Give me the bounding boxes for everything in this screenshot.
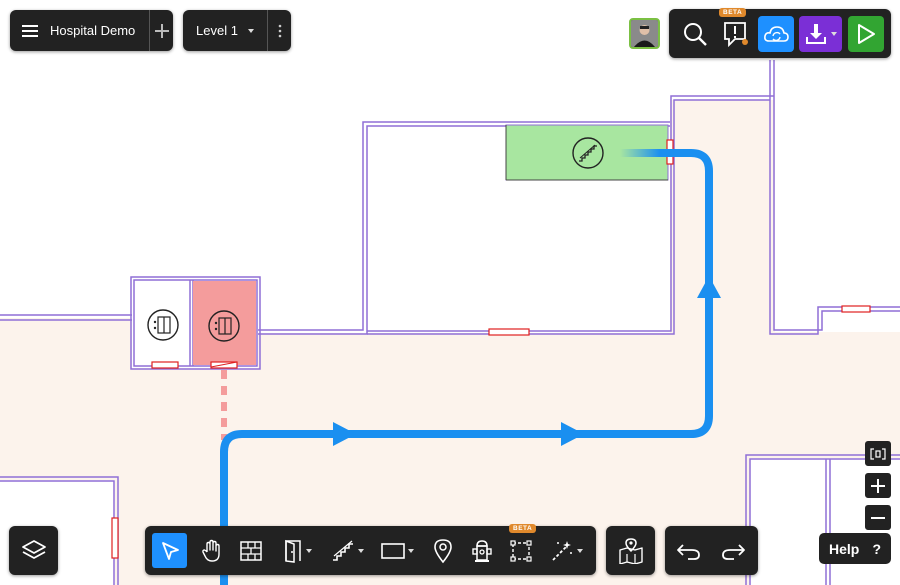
polygon-tool[interactable] <box>503 533 538 568</box>
undo-icon <box>677 543 700 560</box>
issues-button[interactable] <box>717 16 753 52</box>
help-button[interactable]: Help ? <box>819 533 891 564</box>
beta-badge: BETA <box>719 8 747 17</box>
beta-badge: BETA <box>509 524 537 533</box>
level-label: Level 1 <box>196 23 238 38</box>
project-title[interactable]: Hospital Demo <box>50 23 136 38</box>
route-arrow <box>561 422 584 446</box>
wall-tool[interactable] <box>233 533 268 568</box>
undo-button[interactable] <box>665 526 711 575</box>
avatar[interactable] <box>629 18 660 49</box>
plus-icon <box>871 478 885 493</box>
level-selector[interactable]: Level 1 <box>183 10 267 51</box>
level-panel: Level 1 <box>183 10 291 51</box>
map-pin-icon <box>433 538 452 563</box>
cursor-icon <box>161 541 179 560</box>
fit-screen-button[interactable] <box>865 441 891 466</box>
fire-hydrant-icon <box>471 539 492 562</box>
zoom-in-button[interactable] <box>865 473 891 498</box>
stairs-icon <box>572 137 604 169</box>
door-tool[interactable] <box>276 533 318 568</box>
route-path <box>220 149 713 585</box>
door-icon <box>284 539 301 563</box>
vertical-ellipsis-icon[interactable] <box>267 10 291 51</box>
door[interactable] <box>151 361 179 369</box>
rectangle-tool[interactable] <box>376 533 418 568</box>
elevator-icon <box>208 310 240 342</box>
help-label: Help <box>829 540 860 557</box>
chevron-down-icon <box>576 548 583 553</box>
polygon-node-icon <box>509 539 532 562</box>
plus-icon[interactable] <box>149 10 173 51</box>
tool-palette: BETA <box>145 524 596 575</box>
route-arrow <box>697 276 721 298</box>
door[interactable] <box>111 517 119 559</box>
fit-screen-icon <box>870 447 886 460</box>
layers-icon <box>21 539 46 559</box>
download-icon <box>806 24 826 44</box>
magic-tool[interactable] <box>544 533 588 568</box>
cloud-sync-icon <box>764 26 789 42</box>
route-arrows <box>333 276 721 446</box>
play-button[interactable] <box>848 16 884 52</box>
route-fade <box>620 149 660 157</box>
question-icon: ? <box>872 540 881 557</box>
elevator-icon <box>147 309 179 341</box>
redo-icon <box>722 543 745 560</box>
minus-icon <box>871 516 885 519</box>
chevron-down-icon <box>357 548 364 553</box>
hamburger-menu-icon[interactable] <box>10 10 50 51</box>
layers-panel[interactable] <box>9 526 58 575</box>
sync-button[interactable] <box>758 16 794 52</box>
pan-tool[interactable] <box>193 533 228 568</box>
zoom-out-button[interactable] <box>865 505 891 530</box>
room-right <box>775 60 900 332</box>
hand-icon <box>201 539 220 562</box>
hydrant-tool[interactable] <box>464 533 499 568</box>
magic-wand-icon <box>551 540 572 561</box>
export-button[interactable] <box>799 16 842 52</box>
redo-button[interactable] <box>711 526 757 575</box>
chevron-down-icon <box>247 28 254 33</box>
stairs-tool[interactable] <box>326 533 368 568</box>
chevron-down-icon <box>407 548 414 553</box>
map-location-icon <box>618 537 643 564</box>
map-panel[interactable] <box>606 526 655 575</box>
location-tool[interactable] <box>425 533 460 568</box>
stairs-icon <box>332 540 353 561</box>
history-panel <box>665 526 758 575</box>
play-icon <box>858 24 875 44</box>
project-panel: Hospital Demo <box>10 10 173 51</box>
door[interactable] <box>841 305 871 313</box>
top-right-toolbar: BETA <box>669 8 891 58</box>
warning-icon <box>724 22 748 48</box>
chevron-down-icon <box>305 548 312 553</box>
select-tool[interactable] <box>152 533 187 568</box>
rectangle-icon <box>380 542 405 559</box>
search-button[interactable] <box>677 16 713 52</box>
door[interactable] <box>488 328 530 336</box>
magnifier-icon <box>684 23 707 46</box>
brick-wall-icon <box>239 540 262 561</box>
chevron-down-icon <box>831 32 837 36</box>
route-arrow <box>333 422 356 446</box>
